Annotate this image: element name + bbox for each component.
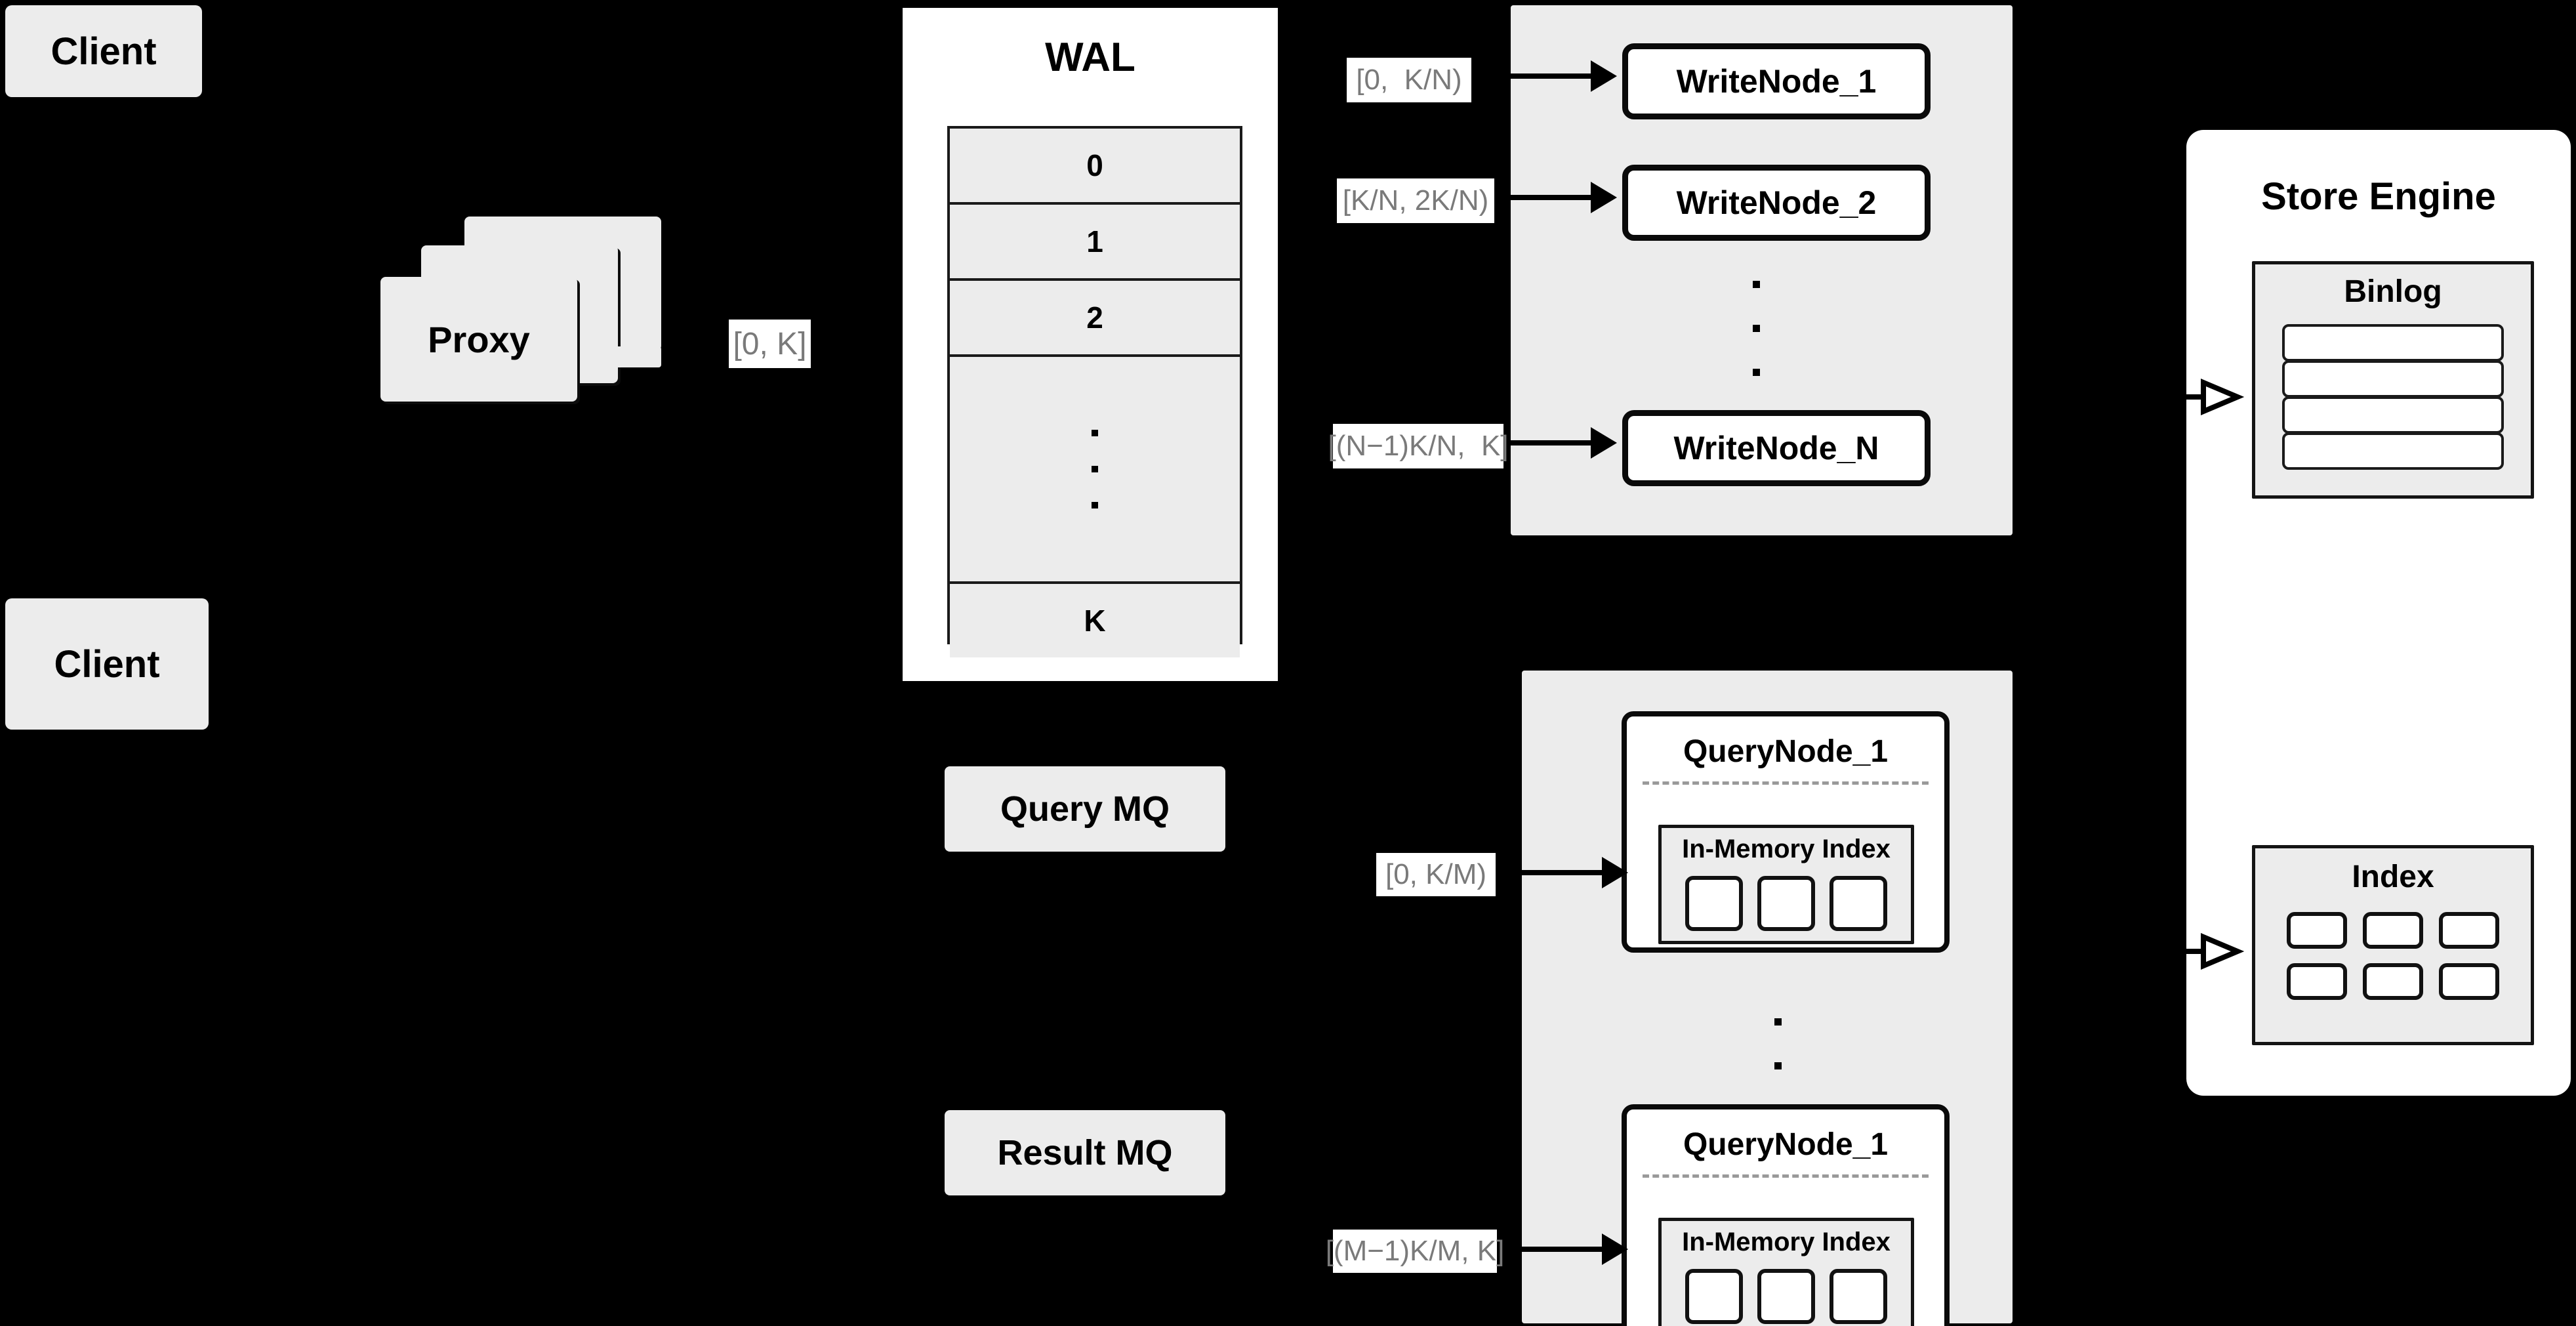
query-node-2-in-memory-index: In-Memory Index <box>1658 1218 1914 1326</box>
range-label-write-node-1-text: [0, K/N) <box>1356 64 1462 96</box>
wal-vertical-dots-icon <box>1092 430 1098 508</box>
arrow-line-to-query-node-1 <box>1522 870 1602 875</box>
wal-entry-table: 0 1 2 K <box>947 126 1242 657</box>
arrow-head-to-write-node-n <box>1591 427 1617 459</box>
query-mq-node[interactable]: Query MQ <box>945 766 1225 852</box>
wal-row-0: 0 <box>950 129 1240 205</box>
query-node-group: QueryNode_1 In-Memory Index QueryNode_1 … <box>1522 671 2013 1326</box>
arrow-open-to-binlog-icon <box>2181 378 2245 416</box>
wal-row-ellipsis <box>950 357 1240 584</box>
index-cell-grid <box>2255 912 2531 1000</box>
binlog-row <box>2282 324 2504 362</box>
query-node-2-index-cell <box>1830 1269 1887 1324</box>
proxy-stack[interactable]: Proxy <box>380 217 663 433</box>
proxy-card-front[interactable]: Proxy <box>380 277 577 402</box>
write-node-group: WriteNode_1 WriteNode_2 WriteNode_N <box>1511 5 2013 535</box>
range-label-query-node-1-text: [0, K/M) <box>1385 858 1487 890</box>
index-cell <box>2363 963 2423 1000</box>
index-title: Index <box>2352 860 2434 894</box>
query-node-1-index-cell <box>1685 876 1743 931</box>
query-node-2-in-memory-index-title: In-Memory Index <box>1682 1228 1891 1256</box>
result-mq-label: Result MQ <box>997 1133 1173 1172</box>
range-label-write-node-2-text: [K/N, 2K/N) <box>1342 184 1489 217</box>
range-label-proxy-to-wal: [0, K] <box>729 320 811 368</box>
query-node-1[interactable]: QueryNode_1 In-Memory Index <box>1622 711 1950 953</box>
binlog-title: Binlog <box>2344 274 2442 309</box>
write-node-n-label: WriteNode_N <box>1673 430 1879 466</box>
arrow-open-to-index-icon <box>2181 932 2245 970</box>
wal-panel: WAL 0 1 2 K <box>897 3 1283 686</box>
write-node-2[interactable]: WriteNode_2 <box>1622 165 1931 241</box>
index-box: Index <box>2252 845 2534 1045</box>
write-node-vertical-dots-icon <box>1751 281 1761 376</box>
store-engine-title: Store Engine <box>2261 175 2496 218</box>
wal-row-k: K <box>950 584 1240 657</box>
query-node-2-title: QueryNode_1 <box>1683 1127 1889 1162</box>
write-node-2-label: WriteNode_2 <box>1676 184 1877 221</box>
index-cell <box>2363 912 2423 949</box>
binlog-row-stack <box>2255 324 2531 470</box>
arrow-head-to-write-node-1 <box>1591 60 1617 92</box>
range-label-query-node-1: [0, K/M) <box>1376 853 1496 896</box>
query-node-1-separator <box>1643 781 1929 785</box>
write-node-1-label: WriteNode_1 <box>1676 63 1877 100</box>
arrow-line-to-write-node-n <box>1511 440 1591 445</box>
write-node-n[interactable]: WriteNode_N <box>1622 410 1931 486</box>
client-node-1-label: Client <box>51 30 157 73</box>
query-node-2-index-cell <box>1685 1269 1743 1324</box>
binlog-box: Binlog <box>2252 261 2534 499</box>
index-cell <box>2439 912 2499 949</box>
query-mq-label: Query MQ <box>1000 789 1170 829</box>
query-node-1-index-cell <box>1757 876 1815 931</box>
binlog-row <box>2282 396 2504 434</box>
binlog-row <box>2282 360 2504 398</box>
range-label-query-node-2-text: [(M−1)K/M, K] <box>1325 1235 1505 1267</box>
client-node-2-label: Client <box>54 642 160 686</box>
wal-row-2: 2 <box>950 281 1240 357</box>
arrow-head-to-write-node-2 <box>1591 182 1617 213</box>
client-node-1[interactable]: Client <box>5 5 202 97</box>
arrow-line-to-write-node-1 <box>1511 73 1591 79</box>
query-node-2-index-cell-row <box>1662 1269 1911 1324</box>
range-label-write-node-n: [(N−1)K/N, K] <box>1328 424 1509 468</box>
query-node-2-index-cell <box>1757 1269 1815 1324</box>
wal-row-1: 1 <box>950 205 1240 281</box>
arrow-line-to-write-node-2 <box>1511 195 1591 200</box>
write-node-1[interactable]: WriteNode_1 <box>1622 43 1931 119</box>
range-label-write-node-n-text: [(N−1)K/N, K] <box>1328 430 1509 462</box>
query-node-vertical-dots-icon <box>1773 1018 1782 1113</box>
query-node-2[interactable]: QueryNode_1 In-Memory Index <box>1622 1104 1950 1326</box>
result-mq-node[interactable]: Result MQ <box>945 1110 1225 1195</box>
proxy-label: Proxy <box>428 318 530 360</box>
store-engine-panel: Store Engine Binlog Index <box>2186 130 2571 1096</box>
query-node-1-index-cell <box>1830 876 1887 931</box>
arrow-head-to-query-node-1 <box>1602 857 1628 888</box>
arrow-line-to-query-node-2 <box>1522 1247 1602 1252</box>
index-cell <box>2439 963 2499 1000</box>
query-node-2-separator <box>1643 1174 1929 1178</box>
query-node-1-title: QueryNode_1 <box>1683 734 1889 769</box>
client-node-2[interactable]: Client <box>5 598 209 730</box>
wal-title: WAL <box>1045 35 1135 80</box>
binlog-row <box>2282 432 2504 470</box>
query-node-1-in-memory-index-title: In-Memory Index <box>1682 835 1891 863</box>
range-label-write-node-2: [K/N, 2K/N) <box>1337 178 1494 223</box>
query-node-1-index-cell-row <box>1662 876 1911 931</box>
range-label-proxy-to-wal-text: [0, K] <box>733 326 807 362</box>
index-cell <box>2287 912 2347 949</box>
range-label-query-node-2: [(M−1)K/M, K] <box>1326 1230 1504 1273</box>
range-label-write-node-1: [0, K/N) <box>1347 58 1471 102</box>
proxy-card-sliver <box>597 346 661 367</box>
query-node-1-in-memory-index: In-Memory Index <box>1658 825 1914 944</box>
arrow-head-to-query-node-2 <box>1602 1233 1628 1265</box>
index-cell <box>2287 963 2347 1000</box>
